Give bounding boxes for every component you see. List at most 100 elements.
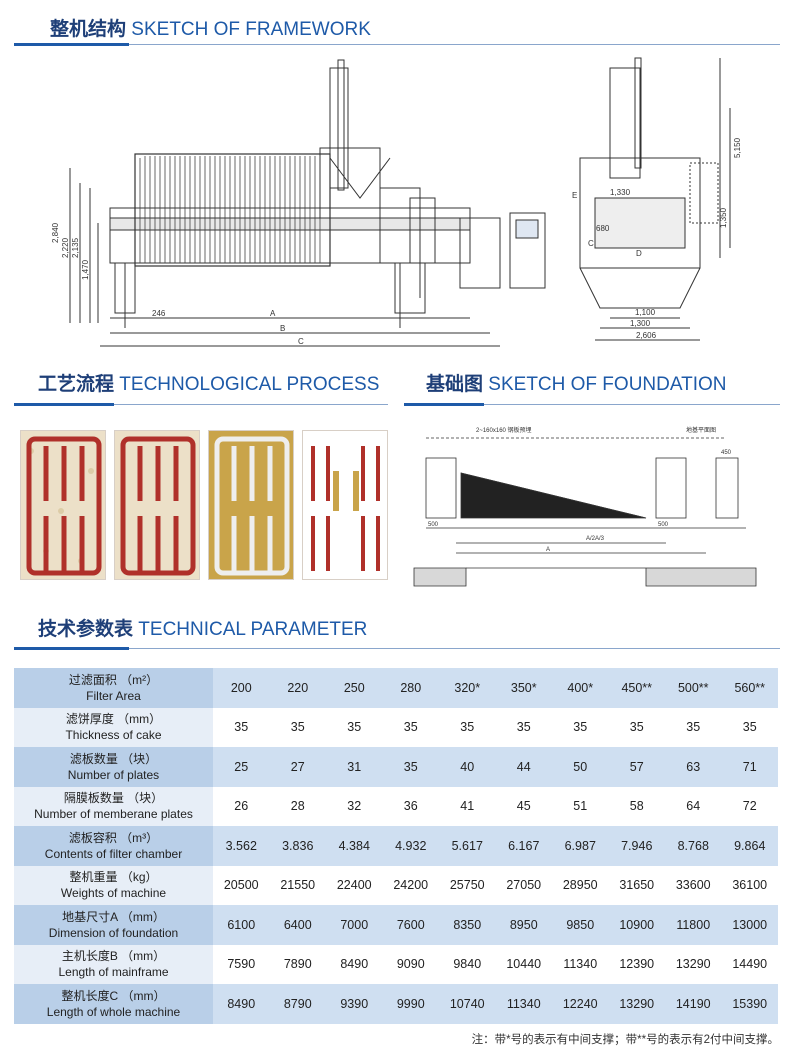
table-cell: 31 [326, 747, 383, 787]
section-title-framework: 整机结构 SKETCH OF FRAMEWORK [50, 14, 371, 41]
table-cell: 58 [608, 786, 665, 826]
table-cell: 250 [326, 668, 383, 708]
table-cell: 27 [269, 747, 326, 787]
row-label-en: Filter Area [86, 688, 141, 703]
table-cell: 10900 [608, 905, 665, 945]
table-cell: 200 [213, 668, 270, 708]
table-cell: 12390 [608, 944, 665, 984]
dim-1330: 1,330 [610, 188, 631, 197]
row-label: 隔膜板数量 （块）Number of memberane plates [14, 786, 213, 826]
table-cell: 57 [608, 747, 665, 787]
table-cell: 26 [213, 786, 270, 826]
table-cell: 7600 [382, 905, 439, 945]
row-label-en: Number of plates [67, 767, 160, 782]
section-title-en: SKETCH OF FRAMEWORK [131, 19, 371, 40]
table-cell: 35 [495, 707, 552, 747]
section-divider [14, 647, 780, 650]
dim-5150: 5,150 [733, 137, 742, 158]
row-label: 地基尺寸A （mm）Dimension of foundation [14, 905, 213, 945]
table-cell: 220 [269, 668, 326, 708]
process-panel-4 [302, 430, 388, 580]
table-cell: 13290 [608, 984, 665, 1024]
row-label: 整机重量 （kg）Weights of machine [14, 865, 213, 905]
row-label-en: Length of whole machine [46, 1004, 181, 1019]
row-label-en: Length of mainframe [58, 965, 169, 980]
section-title-cn: 整机结构 [50, 19, 127, 40]
table-cell: 6100 [213, 905, 270, 945]
table-cell: 35 [213, 707, 270, 747]
dim-1300: 1,300 [630, 319, 651, 328]
table-cell: 9990 [382, 984, 439, 1024]
table-cell: 11800 [665, 905, 722, 945]
row-label: 主机长度B （mm）Length of mainframe [14, 944, 213, 984]
table-cell: 25750 [439, 865, 496, 905]
section-title-cn: 技术参数表 [38, 619, 134, 640]
table-cell: 8790 [269, 984, 326, 1024]
foundation-label-e: 500 [428, 522, 439, 528]
row-label-cn: 滤板容积 （m³） [68, 830, 159, 845]
row-label: 滤饼厚度 （mm）Thickness of cake [14, 707, 213, 747]
table-cell: 71 [721, 747, 778, 787]
section-title-process: 工艺流程 TECHNOLOGICAL PROCESS [38, 369, 379, 396]
table-cell: 450** [608, 668, 665, 708]
table-cell: 35 [721, 707, 778, 747]
table-cell: 10440 [495, 944, 552, 984]
foundation-label-g: 450 [721, 450, 732, 456]
row-label-cn: 隔膜板数量 （块） [63, 791, 164, 806]
row-label: 过滤面积 （m²）Filter Area [14, 668, 213, 708]
table-cell: 13290 [665, 944, 722, 984]
table-cell: 7000 [326, 905, 383, 945]
table-cell: 8350 [439, 905, 496, 945]
row-label-en: Contents of filter chamber [44, 846, 183, 861]
table-cell: 280 [382, 668, 439, 708]
process-panel-2 [114, 430, 200, 580]
table-cell: 12240 [552, 984, 609, 1024]
table-cell: 9840 [439, 944, 496, 984]
section-title-en: TECHNICAL PARAMETER [138, 619, 368, 640]
row-label-en: Weights of machine [60, 886, 167, 901]
table-cell: 7890 [269, 944, 326, 984]
table-cell: 11340 [495, 984, 552, 1024]
table-cell: 36 [382, 786, 439, 826]
section-divider [404, 403, 780, 406]
row-label-cn: 滤饼厚度 （mm） [65, 712, 162, 727]
row-label-en: Dimension of foundation [48, 925, 179, 940]
table-cell: 10740 [439, 984, 496, 1024]
section-title-foundation: 基础图 SKETCH OF FOUNDATION [426, 369, 727, 396]
table-cell: 72 [721, 786, 778, 826]
table-cell: 14190 [665, 984, 722, 1024]
row-label: 滤板容积 （m³）Contents of filter chamber [14, 826, 213, 866]
row-label: 滤板数量 （块）Number of plates [14, 747, 213, 787]
foundation-drawing: 2~160x160 钢板预埋 地基平面图 A/2A/3 A 500 500 45… [406, 418, 780, 596]
table-cell: 8490 [326, 944, 383, 984]
table-cell: 35 [608, 707, 665, 747]
table-cell: 28950 [552, 865, 609, 905]
row-label-en: Number of memberane plates [34, 807, 193, 822]
table-cell: 4.384 [326, 826, 383, 866]
section-title-en: SKETCH OF FOUNDATION [488, 374, 727, 395]
table-cell: 31650 [608, 865, 665, 905]
table-cell: 8490 [213, 984, 270, 1024]
table-cell: 13000 [721, 905, 778, 945]
table-cell: 41 [439, 786, 496, 826]
section-title-parameter: 技术参数表 TECHNICAL PARAMETER [38, 614, 367, 641]
table-cell: 32 [326, 786, 383, 826]
table-cell: 320* [439, 668, 496, 708]
dim-A: A [270, 309, 276, 318]
section-divider [14, 43, 780, 46]
dim-1470: 1,470 [81, 259, 90, 280]
table-cell: 35 [269, 707, 326, 747]
row-label: 整机长度C （mm）Length of whole machine [14, 984, 213, 1024]
table-cell: 35 [382, 707, 439, 747]
table-cell: 45 [495, 786, 552, 826]
dim-246: 246 [152, 309, 166, 318]
table-cell: 25 [213, 747, 270, 787]
section-divider [14, 403, 388, 406]
row-label-cn: 地基尺寸A （mm） [62, 909, 165, 924]
table-cell: 6400 [269, 905, 326, 945]
